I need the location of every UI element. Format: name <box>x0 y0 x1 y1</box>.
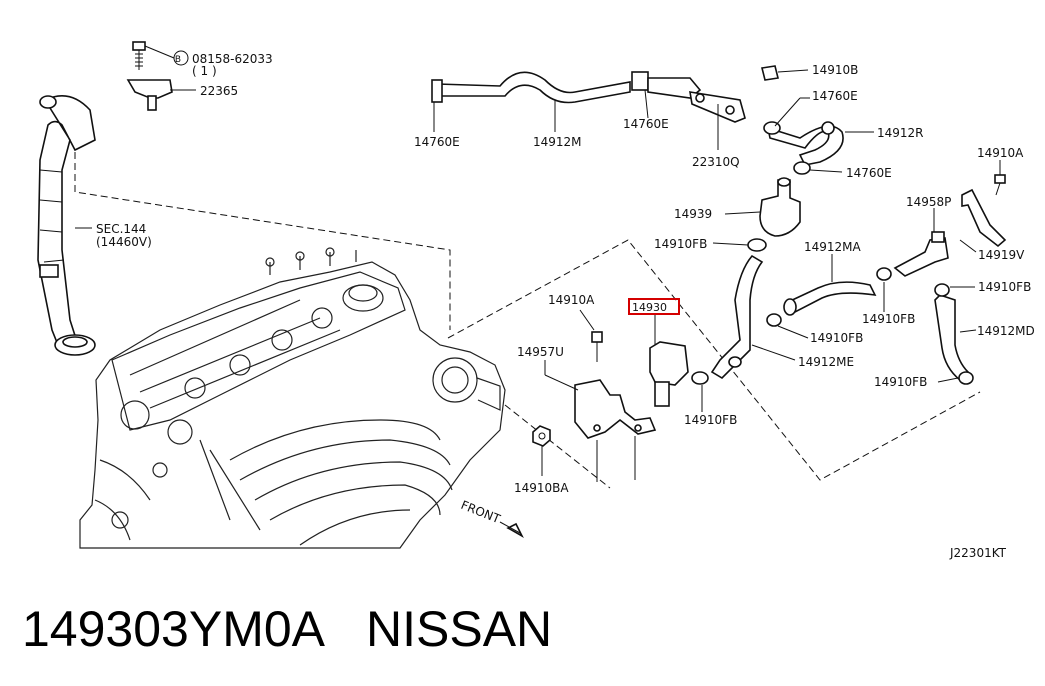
label-14910a-right: 14910A <box>977 146 1024 160</box>
engine-block-illustration <box>79 247 506 549</box>
hose-14912m <box>431 71 631 104</box>
label-14910b: 14910B <box>812 63 858 77</box>
clamp-14910fb-mid <box>766 267 892 327</box>
label-14910fb-right: 14910FB <box>978 280 1031 294</box>
label-14939: 14939 <box>674 207 712 221</box>
label-14912md: 14912MD <box>977 324 1035 338</box>
valve-14930 <box>649 341 742 407</box>
bolt-b-label: B <box>175 55 181 65</box>
label-22365: 22365 <box>200 84 238 98</box>
highlight-14930 <box>628 298 680 315</box>
detail-region-outline-lower <box>504 404 611 489</box>
nut-14910ba <box>532 425 551 447</box>
label-14919v: 14919V <box>978 248 1025 262</box>
label-14910fb-c: 14910FB <box>810 331 863 345</box>
clamp-14910fb-right <box>934 283 974 385</box>
label-14760e-c: 14760E <box>812 89 858 103</box>
label-front: FRONT <box>459 498 503 527</box>
leader-lines <box>75 45 1001 482</box>
bracket-14957u <box>574 379 657 439</box>
callout-labels: B 08158-62033 ( 1 ) 22365 14760E 14912M … <box>96 52 1035 560</box>
bolt-14910a-right <box>994 174 1006 196</box>
bolt-14910a-mid <box>591 331 603 362</box>
label-bolt-qty: ( 1 ) <box>192 64 217 78</box>
figure-code: J22301KT <box>949 546 1007 560</box>
label-14910fb-b: 14910FB <box>862 312 915 326</box>
label-14958p: 14958P <box>906 195 951 209</box>
connector-14958p <box>893 231 949 277</box>
clamp-14910b <box>761 65 779 81</box>
label-14912r: 14912R <box>877 126 924 140</box>
label-14912m: 14912M <box>533 135 582 149</box>
label-14930: 14930 <box>632 301 667 314</box>
label-14912me: 14912ME <box>798 355 854 369</box>
label-14910ba: 14910BA <box>514 481 569 495</box>
clamp-14910fb-a <box>747 238 767 252</box>
hose-14912me <box>710 254 764 380</box>
label-14957u: 14957U <box>517 345 564 359</box>
front-arrow <box>499 521 524 539</box>
label-14912ma: 14912MA <box>804 240 862 254</box>
bolt-08158 <box>132 41 146 70</box>
label-14910fb-e: 14910FB <box>684 413 737 427</box>
label-14760e-b: 14760E <box>623 117 669 131</box>
label-08158-62033: 08158-62033 <box>192 52 273 66</box>
label-14760e-a: 14760E <box>414 135 460 149</box>
label-sec144-sub: (14460V) <box>96 235 152 249</box>
label-sec144: SEC.144 <box>96 222 146 236</box>
hose-14912ma <box>783 281 877 316</box>
air-intake-duct <box>37 94 96 356</box>
bracket-14919v <box>961 188 1007 248</box>
label-22310q: 22310Q <box>692 155 740 169</box>
label-14910a-mid: 14910A <box>548 293 595 307</box>
clamp-14760e-right <box>793 161 811 175</box>
label-14910fb-d: 14910FB <box>874 375 927 389</box>
sensor-22365 <box>126 79 173 111</box>
caption-part-number: 149303YM0A <box>22 601 326 657</box>
detail-region-outline <box>447 239 981 481</box>
connector-14760e-top <box>631 71 702 99</box>
hose-14912r <box>763 121 844 166</box>
caption-brand: NISSAN <box>366 601 552 657</box>
hose-14912md <box>934 294 970 382</box>
valve-14939 <box>759 177 801 237</box>
label-14910fb-a: 14910FB <box>654 237 707 251</box>
label-14760e-d: 14760E <box>846 166 892 180</box>
